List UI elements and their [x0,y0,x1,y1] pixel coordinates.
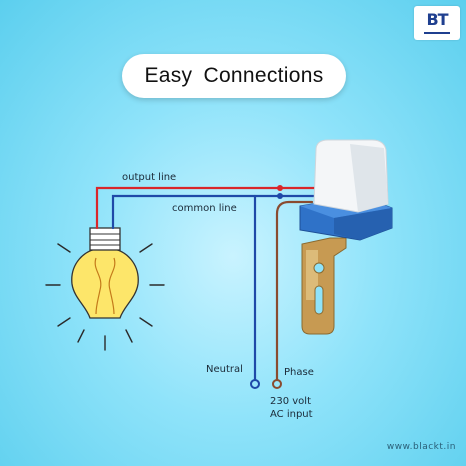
phase-wire [275,200,314,382]
phase-terminal [272,379,282,389]
phase-label: Phase [284,367,314,378]
output-line-label: output line [122,172,177,183]
output-line-wire [95,186,316,230]
photocell-sensor-icon [299,139,393,335]
common-line-label: common line [172,203,237,214]
input-voltage-label: 230 volt [270,396,312,407]
common-junction-dot [277,193,283,199]
website-link[interactable]: www.blackt.in [386,442,456,452]
title-pill: Easy Connections [122,54,346,98]
input-type-label: AC input [270,409,313,420]
neutral-terminal [250,379,260,389]
bulb-rays [45,243,165,351]
light-bulb-icon [71,227,139,319]
common-line-wire [111,194,316,382]
output-junction-dot [277,185,283,191]
brand-logo-icon: BT [414,6,460,40]
neutral-label: Neutral [206,364,243,375]
page-title: Easy Connections [144,64,324,87]
logo-text: BT [426,10,448,29]
logo-underline [424,32,450,34]
